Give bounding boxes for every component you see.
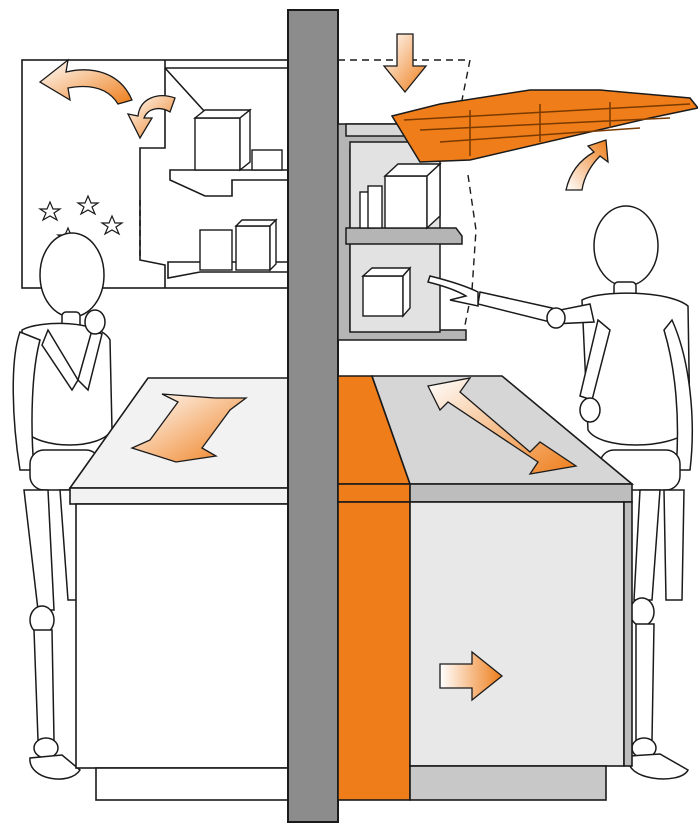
right-boxes xyxy=(359,162,442,318)
lift-up-door xyxy=(390,89,698,163)
left-person xyxy=(12,232,113,780)
lift-down-arrow-icon xyxy=(382,33,428,94)
left-boxes xyxy=(193,108,283,272)
lift-up-arrow-icon xyxy=(565,139,609,191)
left-depth-arrow-icon xyxy=(130,393,248,463)
right-person xyxy=(427,205,693,780)
pull-out-arrow-icon xyxy=(439,650,504,702)
right-upper-cabinet-outline xyxy=(338,59,477,341)
right-counter xyxy=(337,375,635,801)
small-curved-arrow-icon xyxy=(126,95,176,140)
right-depth-arrow-icon xyxy=(427,377,578,475)
door-swing-arrow-icon xyxy=(38,58,133,105)
dividing-wall xyxy=(287,9,339,823)
